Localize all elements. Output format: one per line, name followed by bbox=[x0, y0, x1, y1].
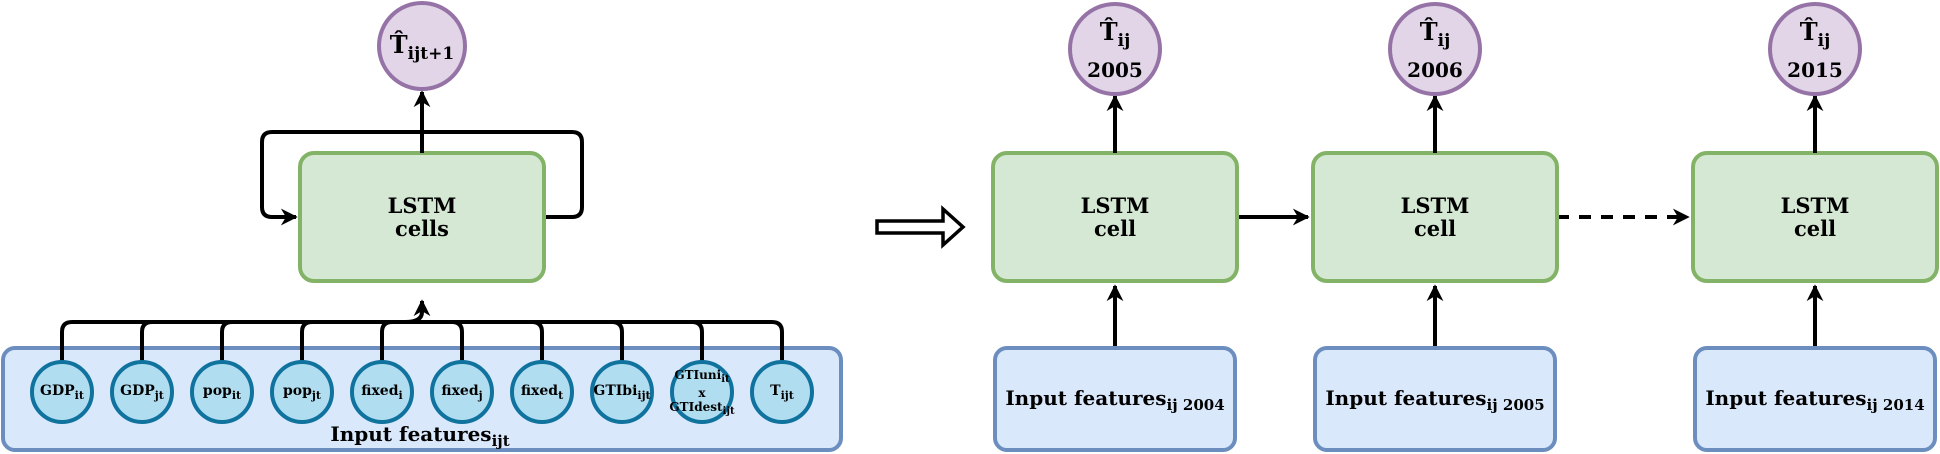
timestep-2: LSTM cell T̂ij 2006 Input featuresij 200… bbox=[1311, 2, 1559, 452]
feature-label-gtibi-ijt: GTIbiijt bbox=[593, 383, 651, 402]
timestep-1: LSTM cell T̂ij 2005 Input featuresij 200… bbox=[991, 2, 1239, 452]
feature-label-fixed-j: fixedj bbox=[441, 383, 482, 402]
input-features-box bbox=[993, 346, 1237, 452]
prediction-circle bbox=[1388, 2, 1482, 96]
lstm-cell-label-line1: LSTM bbox=[1081, 193, 1150, 218]
unrolled-model: LSTM cell T̂ij 2005 Input featuresij 200… bbox=[991, 2, 1939, 452]
output-circle bbox=[377, 1, 467, 91]
feature-label-x: x bbox=[698, 386, 706, 400]
feature-label-gdp-it: GDPit bbox=[40, 383, 85, 402]
prediction-circle bbox=[1768, 2, 1862, 96]
feature-label-fixed-i: fixedi bbox=[361, 383, 402, 402]
feature-circles: GDPit GDPjt popit popjt fixedi fixedj fi… bbox=[30, 360, 814, 424]
feature-connectors bbox=[60, 299, 784, 363]
feature-label-t-ijt: Tijt bbox=[770, 383, 795, 402]
input-features-label: Input featuresij 2004 bbox=[1005, 386, 1224, 414]
input-features-label: Input featuresij 2005 bbox=[1325, 386, 1544, 414]
prediction-label: T̂ij bbox=[1100, 17, 1130, 51]
feature-circle-pop-it bbox=[190, 360, 254, 424]
feature-circle-fixed-i bbox=[350, 360, 414, 424]
feature-circle-gdp-it bbox=[30, 360, 94, 424]
prediction-year: 2006 bbox=[1407, 58, 1463, 82]
input-features-box bbox=[1693, 346, 1937, 452]
prediction-year: 2015 bbox=[1787, 58, 1843, 82]
prediction-circle bbox=[1068, 2, 1162, 96]
feature-label-fixed-t: fixedt bbox=[521, 383, 564, 402]
feature-label-gtidest: GTIdestijt bbox=[669, 400, 735, 417]
feature-circle-fixed-t bbox=[510, 360, 574, 424]
feature-label-pop-it: popit bbox=[203, 383, 242, 402]
lstm-cell-label-line2: cell bbox=[1094, 216, 1136, 241]
feature-label-gdp-jt: GDPjt bbox=[120, 383, 165, 402]
lstm-cell-label-line1: LSTM bbox=[1781, 193, 1850, 218]
feature-label-pop-jt: popjt bbox=[283, 383, 322, 402]
prediction-label: T̂ij bbox=[1800, 17, 1830, 51]
unroll-arrow bbox=[875, 205, 966, 249]
input-features-label: Input featuresijt bbox=[330, 422, 509, 450]
feature-circle-fixed-j bbox=[430, 360, 494, 424]
timestep-3: LSTM cell T̂ij 2015 Input featuresij 201… bbox=[1691, 2, 1939, 452]
compact-model: LSTM cells T̂ijt+1 GDPit GDPjt popit pop… bbox=[1, 1, 843, 452]
feature-circle-gti-combo bbox=[670, 360, 734, 424]
lstm-cell-label-line1: LSTM bbox=[1401, 193, 1470, 218]
input-features-label: Input featuresij 2014 bbox=[1705, 386, 1924, 414]
lstm-cells-label-line1: LSTM bbox=[388, 193, 457, 218]
feature-circle-pop-jt bbox=[270, 360, 334, 424]
lstm-cell-label-line2: cell bbox=[1794, 216, 1836, 241]
output-label: T̂ijt+1 bbox=[390, 30, 454, 64]
feature-label-gtiuni: GTIuniit bbox=[674, 368, 730, 385]
feature-circle-t-ijt bbox=[750, 360, 814, 424]
prediction-year: 2005 bbox=[1087, 58, 1143, 82]
lstm-cells-label-line2: cells bbox=[395, 216, 449, 241]
lstm-cell-label-line2: cell bbox=[1414, 216, 1456, 241]
input-features-box bbox=[1313, 346, 1557, 452]
feature-circle-gtibi-ijt bbox=[590, 360, 654, 424]
prediction-label: T̂ij bbox=[1420, 17, 1450, 51]
feature-circle-gdp-jt bbox=[110, 360, 174, 424]
